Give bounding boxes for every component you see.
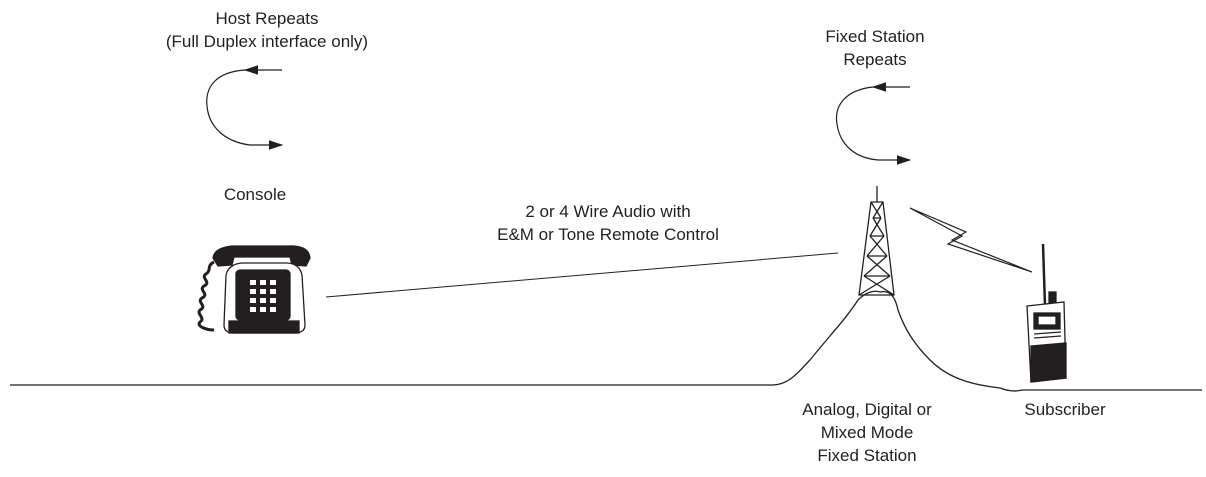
fixed-station-repeat-loop-icon [835, 82, 912, 165]
desk-telephone-icon [197, 245, 311, 334]
link-line-1: 2 or 4 Wire Audio with [525, 202, 691, 221]
console-text: Console [223, 185, 287, 204]
host-repeat-loop-icon [206, 65, 284, 150]
host-repeats-line-2: (Full Duplex interface only) [165, 32, 369, 51]
console-label: Console [200, 183, 310, 206]
fixed-station-repeats-line-2: Repeats [843, 50, 907, 69]
fixed-station-label: Analog, Digital or Mixed Mode Fixed Stat… [771, 398, 963, 467]
fixed-station-line-2: Mixed Mode [820, 423, 914, 442]
audio-link-line [325, 252, 839, 298]
link-label: 2 or 4 Wire Audio with E&M or Tone Remot… [458, 200, 758, 246]
link-line-2: E&M or Tone Remote Control [497, 225, 719, 244]
fixed-station-line-1: Analog, Digital or [802, 400, 932, 419]
ground-line [10, 290, 1202, 392]
fixed-station-repeats-line-1: Fixed Station [825, 27, 925, 46]
fixed-station-repeats-label: Fixed Station Repeats [790, 25, 960, 71]
host-repeats-line-1: Host Repeats [215, 9, 319, 28]
host-repeats-label: Host Repeats (Full Duplex interface only… [149, 7, 385, 53]
radio-tower-icon [858, 186, 895, 296]
subscriber-text: Subscriber [1024, 400, 1106, 419]
portable-radio-icon [1026, 243, 1067, 383]
subscriber-label: Subscriber [1010, 398, 1120, 421]
lightning-bolt-icon [909, 207, 1033, 273]
fixed-station-line-3: Fixed Station [817, 446, 917, 465]
